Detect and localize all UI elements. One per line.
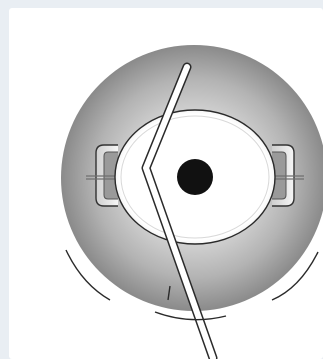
center-dot xyxy=(177,159,213,195)
pot-rim xyxy=(120,115,270,239)
right-handle-icon xyxy=(272,144,304,207)
probe-rod-icon xyxy=(141,62,218,359)
left-handle-icon xyxy=(86,144,118,207)
motion-arc-marks xyxy=(65,249,319,321)
